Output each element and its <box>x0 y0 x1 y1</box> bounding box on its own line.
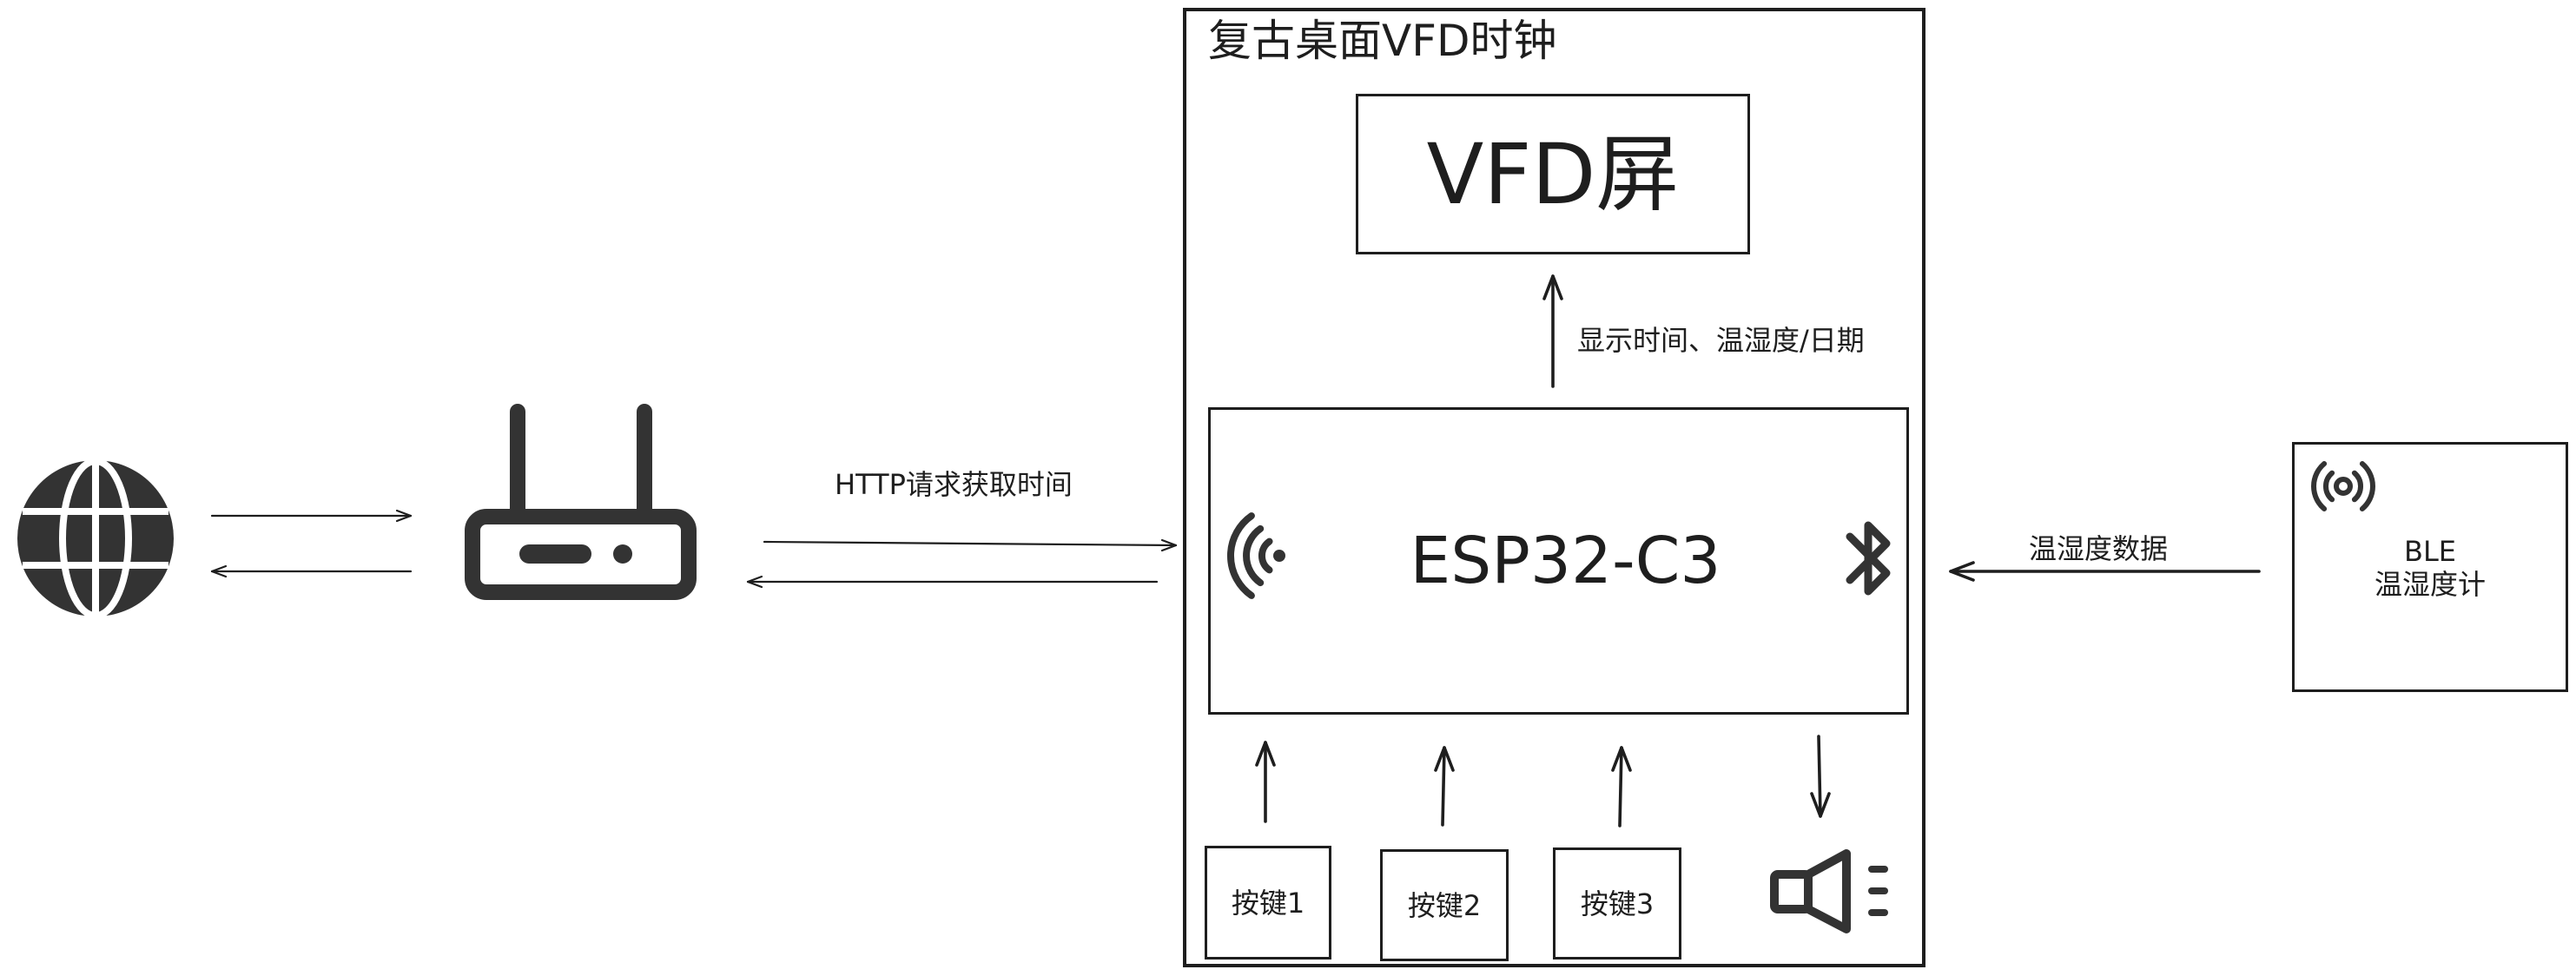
arrow-esp32-to-router <box>746 575 1159 589</box>
key-1-box: 按键1 <box>1205 846 1331 960</box>
bluetooth-icon <box>1846 521 1891 596</box>
key-2-label: 按键2 <box>1407 888 1482 922</box>
arrow-internet-to-router <box>210 509 413 523</box>
vfd-screen-label: VFD屏 <box>1426 125 1680 223</box>
vfd-screen-box: VFD屏 <box>1356 94 1750 254</box>
key-3-label: 按键3 <box>1580 887 1655 920</box>
key-2-box: 按键2 <box>1380 849 1509 961</box>
ble-data-label: 温湿度数据 <box>2029 532 2169 565</box>
esp32-c3-box: ESP32-C3 <box>1208 407 1909 715</box>
globe-icon <box>17 458 174 619</box>
ble-sensor-box: BLE 温湿度计 <box>2292 442 2568 692</box>
ble-sensor-line1: BLE <box>2404 535 2456 568</box>
clock-device-frame <box>1183 8 1925 967</box>
ble-sensor-label: BLE 温湿度计 <box>2295 535 2566 601</box>
speaker-icon <box>1770 849 1888 933</box>
key-3-box: 按键3 <box>1553 847 1681 960</box>
device-title: 复古桌面VFD时钟 <box>1208 16 1557 66</box>
ble-sensor-line2: 温湿度计 <box>2374 568 2486 601</box>
broadcast-icon <box>2311 461 2375 511</box>
esp32-c3-label: ESP32-C3 <box>1410 524 1721 598</box>
key-1-label: 按键1 <box>1231 886 1305 920</box>
display-info-label: 显示时间、温湿度/日期 <box>1577 324 1865 357</box>
wifi-icon <box>1226 512 1285 599</box>
router-icon <box>465 404 697 600</box>
arrow-router-to-esp32 <box>763 538 1178 552</box>
arrow-router-to-internet <box>210 564 413 578</box>
http-request-label: HTTP请求获取时间 <box>835 468 1073 501</box>
